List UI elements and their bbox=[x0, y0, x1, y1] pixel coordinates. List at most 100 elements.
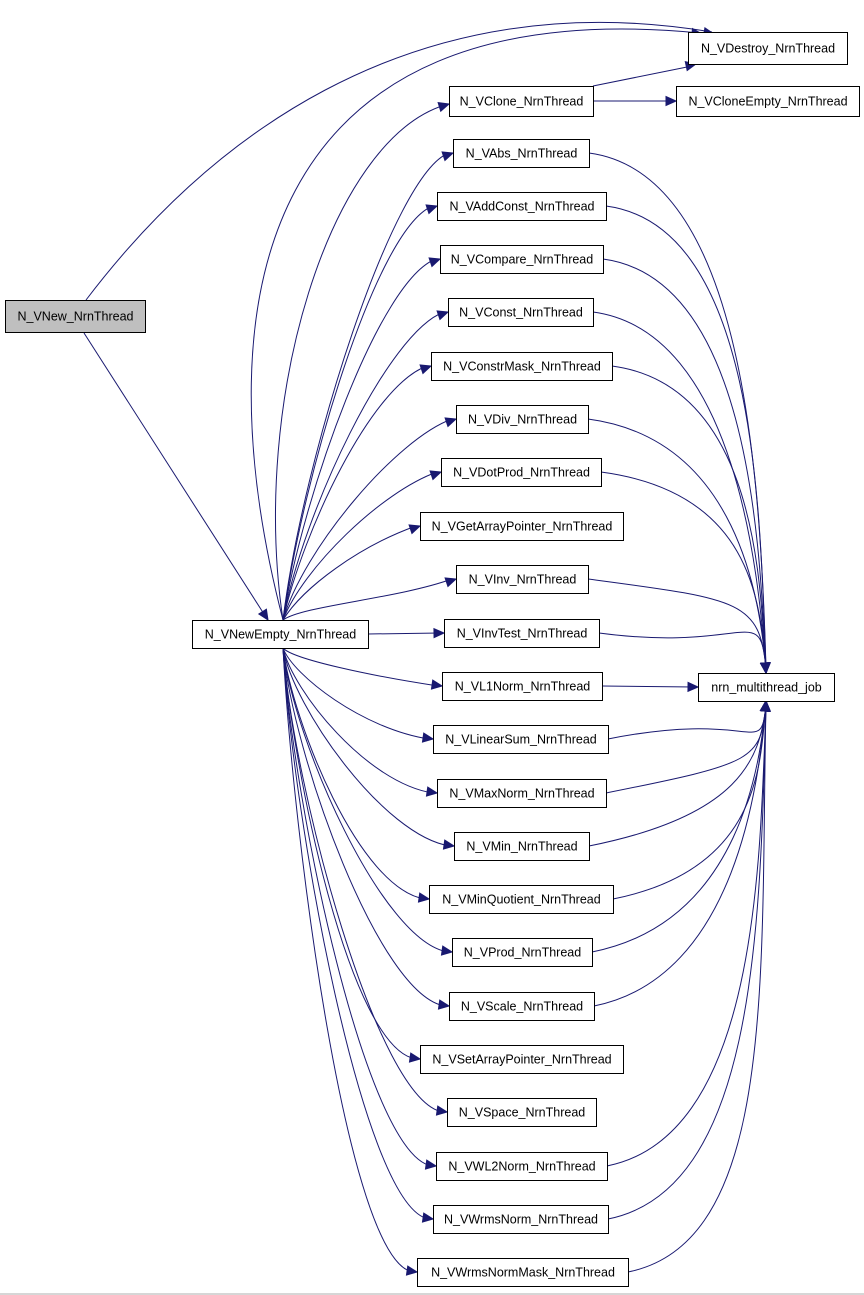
node-box bbox=[448, 298, 594, 327]
arrowhead-n-v-l1-norm bbox=[430, 679, 444, 690]
node-n-v-get-array-pointer[interactable]: N_VGetArrayPointer_NrnThread bbox=[420, 512, 624, 541]
arrowhead-n-v-space bbox=[435, 1105, 449, 1116]
node-label: N_VWrmsNormMask_NrnThread bbox=[431, 1266, 615, 1280]
node-box bbox=[688, 32, 848, 65]
node-label: N_VL1Norm_NrnThread bbox=[455, 680, 591, 694]
edge-n-v-dot-prod-to-nrn-multithread-job bbox=[600, 471, 767, 670]
node-label: N_VMaxNorm_NrnThread bbox=[449, 787, 594, 801]
node-box bbox=[437, 779, 607, 808]
edge-n-v-wrms-norm-to-nrn-multithread-job bbox=[607, 704, 767, 1220]
edge-n-v-inv-to-nrn-multithread-job bbox=[587, 578, 767, 670]
arrowhead-n-v-compare bbox=[428, 257, 442, 268]
edge-n-v-new-empty-to-n-v-min bbox=[282, 647, 451, 847]
edge-n-v-div-to-nrn-multithread-job bbox=[587, 418, 767, 670]
arrowhead-n-v-const bbox=[436, 310, 450, 321]
node-label: N_VDiv_NrnThread bbox=[468, 413, 577, 427]
edge-n-v-wl2-norm-to-nrn-multithread-job bbox=[606, 704, 767, 1167]
arrowhead-n-v-dot-prod bbox=[429, 470, 443, 481]
edge-n-v-min-to-nrn-multithread-job bbox=[588, 704, 767, 847]
edge-n-v-constr-mask-to-nrn-multithread-job bbox=[611, 365, 767, 670]
edge-n-v-new-empty-to-n-v-l1-norm bbox=[282, 647, 439, 687]
arrowhead-n-v-min bbox=[442, 839, 456, 850]
node-label: N_VLinearSum_NrnThread bbox=[445, 733, 597, 747]
node-label: N_VInv_NrnThread bbox=[469, 573, 577, 587]
node-n-v-add-const[interactable]: N_VAddConst_NrnThread bbox=[437, 192, 607, 221]
edge-n-v-inv-test-to-nrn-multithread-job bbox=[598, 631, 767, 670]
edge-n-v-wrms-norm-mask-to-nrn-multithread-job bbox=[627, 704, 767, 1273]
edge-n-v-prod-to-nrn-multithread-job bbox=[591, 704, 767, 953]
node-n-v-wrms-norm[interactable]: N_VWrmsNorm_NrnThread bbox=[433, 1205, 609, 1234]
node-label: N_VClone_NrnThread bbox=[460, 95, 584, 109]
arrowhead-nrn-multithread-job bbox=[687, 681, 700, 693]
node-n-v-min[interactable]: N_VMin_NrnThread bbox=[454, 832, 590, 861]
node-label: N_VSpace_NrnThread bbox=[459, 1106, 586, 1120]
edge-n-v-new-empty-to-n-v-compare bbox=[282, 258, 437, 621]
call-graph-nodes: N_VNew_NrnThreadN_VNewEmpty_NrnThreadN_V… bbox=[5, 32, 860, 1287]
node-n-v-div[interactable]: N_VDiv_NrnThread bbox=[456, 405, 589, 434]
arrowhead-n-v-clone bbox=[437, 101, 451, 113]
node-n-v-const[interactable]: N_VConst_NrnThread bbox=[448, 298, 594, 327]
node-nrn-multithread-job[interactable]: nrn_multithread_job bbox=[698, 673, 835, 702]
edge-n-v-new-empty-to-n-v-linear-sum bbox=[282, 647, 430, 740]
node-box bbox=[447, 1098, 597, 1127]
arrowhead-n-v-inv-test bbox=[433, 627, 446, 639]
node-n-v-new[interactable]: N_VNew_NrnThread bbox=[5, 300, 146, 333]
node-n-v-inv[interactable]: N_VInv_NrnThread bbox=[456, 565, 589, 594]
arrowhead-n-v-inv bbox=[444, 577, 458, 588]
node-label: N_VWL2Norm_NrnThread bbox=[448, 1160, 595, 1174]
edge-n-v-new-empty-to-n-v-max-norm bbox=[282, 647, 434, 794]
edge-n-v-clone-to-n-v-destroy bbox=[592, 65, 693, 87]
node-n-v-l1-norm[interactable]: N_VL1Norm_NrnThread bbox=[442, 672, 603, 701]
node-n-v-space[interactable]: N_VSpace_NrnThread bbox=[447, 1098, 597, 1127]
node-label: N_VNewEmpty_NrnThread bbox=[205, 628, 356, 642]
node-n-v-dot-prod[interactable]: N_VDotProd_NrnThread bbox=[441, 458, 602, 487]
arrowhead-n-v-linear-sum bbox=[421, 732, 435, 743]
arrowhead-n-v-wrms-norm bbox=[421, 1212, 435, 1223]
node-box bbox=[5, 300, 146, 333]
node-n-v-abs[interactable]: N_VAbs_NrnThread bbox=[453, 139, 590, 168]
node-n-v-wl2-norm[interactable]: N_VWL2Norm_NrnThread bbox=[436, 1152, 608, 1181]
node-label: N_VDestroy_NrnThread bbox=[701, 42, 835, 56]
node-n-v-new-empty[interactable]: N_VNewEmpty_NrnThread bbox=[192, 620, 369, 649]
node-box bbox=[449, 992, 595, 1021]
node-n-v-max-norm[interactable]: N_VMaxNorm_NrnThread bbox=[437, 779, 607, 808]
edge-n-v-new-empty-to-n-v-prod bbox=[282, 647, 449, 953]
node-box bbox=[436, 1152, 608, 1181]
node-n-v-min-quotient[interactable]: N_VMinQuotient_NrnThread bbox=[429, 885, 614, 914]
node-box bbox=[437, 192, 607, 221]
node-box bbox=[433, 1205, 609, 1234]
node-label: N_VInvTest_NrnThread bbox=[457, 627, 588, 641]
arrowhead-n-v-max-norm bbox=[425, 786, 439, 797]
node-label: N_VCloneEmpty_NrnThread bbox=[688, 95, 847, 109]
node-n-v-destroy[interactable]: N_VDestroy_NrnThread bbox=[688, 32, 848, 65]
node-n-v-wrms-norm-mask[interactable]: N_VWrmsNormMask_NrnThread bbox=[417, 1258, 629, 1287]
node-n-v-clone-empty[interactable]: N_VCloneEmpty_NrnThread bbox=[676, 86, 860, 117]
node-n-v-set-array-pointer[interactable]: N_VSetArrayPointer_NrnThread bbox=[420, 1045, 624, 1074]
node-label: N_VAddConst_NrnThread bbox=[450, 200, 595, 214]
node-box bbox=[449, 86, 594, 117]
node-n-v-compare[interactable]: N_VCompare_NrnThread bbox=[440, 245, 604, 274]
edge-n-v-new-empty-to-n-v-wl2-norm bbox=[282, 647, 433, 1167]
node-label: N_VAbs_NrnThread bbox=[466, 147, 578, 161]
node-n-v-inv-test[interactable]: N_VInvTest_NrnThread bbox=[444, 619, 600, 648]
node-label: N_VConst_NrnThread bbox=[459, 306, 583, 320]
node-box bbox=[444, 619, 600, 648]
node-label: N_VScale_NrnThread bbox=[461, 1000, 583, 1014]
node-box bbox=[429, 885, 614, 914]
arrowhead-n-v-prod bbox=[440, 945, 454, 956]
node-n-v-prod[interactable]: N_VProd_NrnThread bbox=[452, 938, 593, 967]
arrowhead-n-v-set-array-pointer bbox=[408, 1052, 422, 1063]
arrowhead-n-v-min-quotient bbox=[417, 892, 431, 903]
node-n-v-scale[interactable]: N_VScale_NrnThread bbox=[449, 992, 595, 1021]
arrowhead-n-v-wrms-norm-mask bbox=[405, 1265, 419, 1276]
edge-n-v-new-empty-to-n-v-clone bbox=[275, 104, 446, 621]
node-label: N_VProd_NrnThread bbox=[464, 946, 581, 960]
node-box bbox=[698, 673, 835, 702]
node-box bbox=[456, 405, 589, 434]
edge-n-v-new-empty-to-n-v-wrms-norm-mask bbox=[282, 647, 414, 1273]
edge-n-v-new-empty-to-n-v-constr-mask bbox=[282, 365, 428, 621]
node-n-v-constr-mask[interactable]: N_VConstrMask_NrnThread bbox=[431, 352, 613, 381]
node-n-v-clone[interactable]: N_VClone_NrnThread bbox=[449, 86, 594, 117]
node-label: N_VConstrMask_NrnThread bbox=[443, 360, 601, 374]
node-n-v-linear-sum[interactable]: N_VLinearSum_NrnThread bbox=[433, 725, 609, 754]
